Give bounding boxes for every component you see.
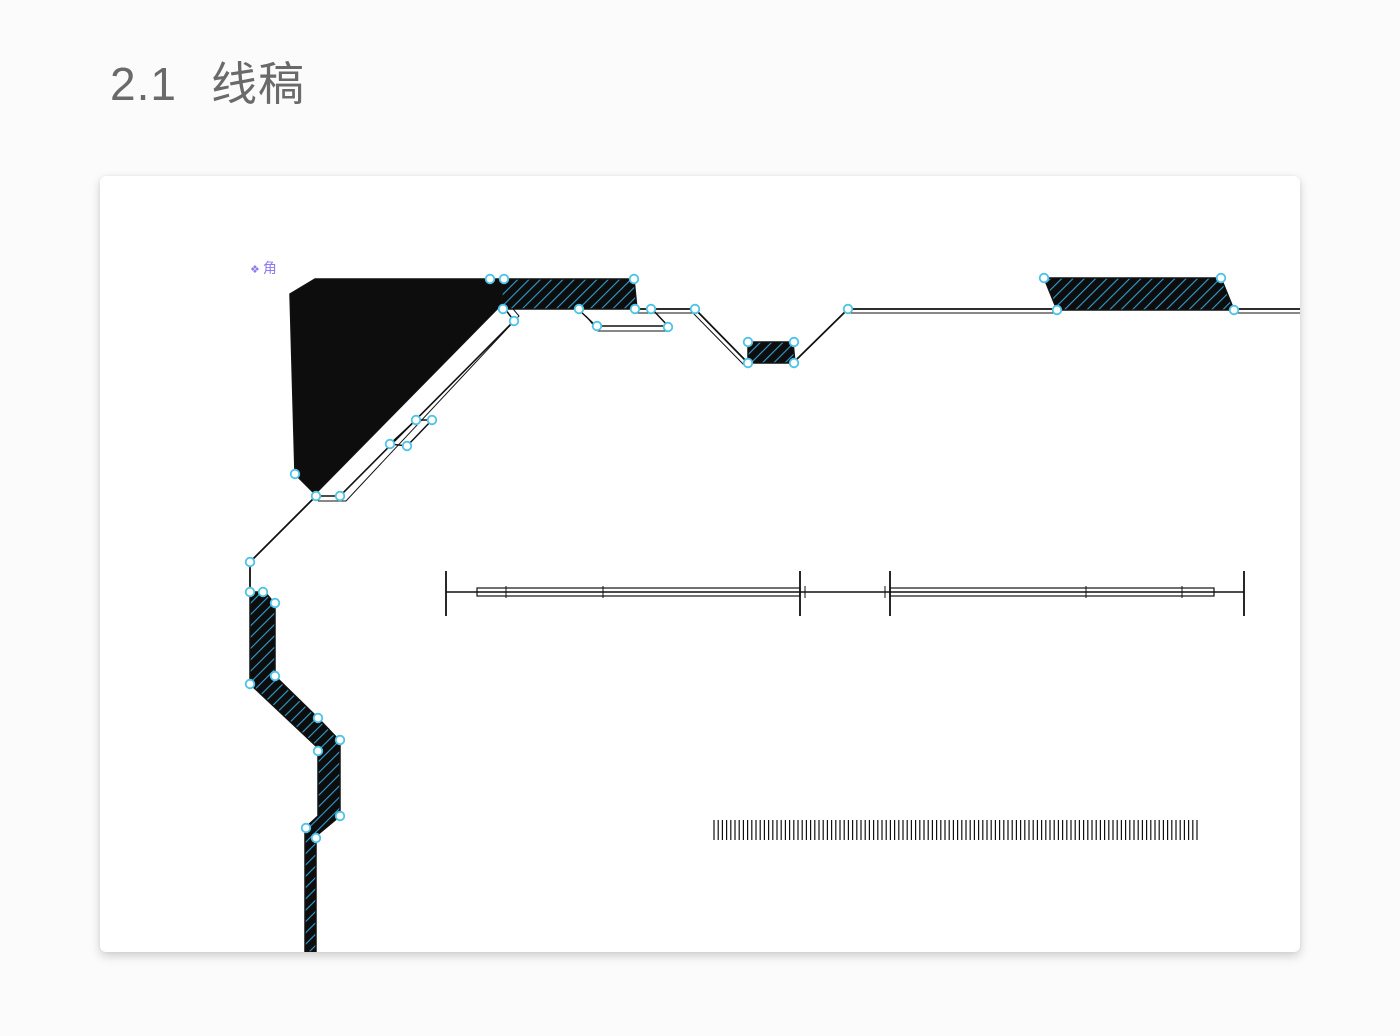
section-number: 2.1 — [110, 58, 177, 110]
wall-dip-hatched[interactable] — [747, 341, 796, 364]
vertex-handle[interactable] — [498, 273, 510, 285]
vertex-handle[interactable] — [742, 357, 754, 369]
vertex-handle[interactable] — [788, 336, 800, 348]
vertex-handle[interactable] — [1215, 272, 1227, 284]
vertex-handle[interactable] — [312, 712, 324, 724]
vertex-handle[interactable] — [334, 810, 346, 822]
vertex-handle[interactable] — [244, 586, 256, 598]
vertex-handle[interactable] — [310, 490, 322, 502]
section-title: 线稿 — [210, 58, 305, 110]
symbol-label: 角 — [262, 260, 277, 276]
vertex-handle[interactable] — [788, 357, 800, 369]
vertex-handle[interactable] — [312, 745, 324, 757]
vertex-handle[interactable] — [384, 438, 396, 450]
vertex-handle[interactable] — [269, 670, 281, 682]
component-diamond-icon: ❖ — [250, 264, 260, 276]
wall-top-hatched-1[interactable] — [501, 278, 638, 310]
wall-top-line-1 — [637, 308, 1055, 362]
vertex-handle[interactable] — [484, 273, 496, 285]
vertex-handle[interactable] — [591, 320, 603, 332]
vertex-handle[interactable] — [244, 678, 256, 690]
vertex-handle[interactable] — [645, 303, 657, 315]
vertex-handle[interactable] — [508, 315, 520, 327]
vertex-handle[interactable] — [310, 832, 322, 844]
vertex-handle[interactable] — [257, 586, 269, 598]
wall-diagonal-solid[interactable] — [289, 278, 503, 496]
drawing-canvas[interactable]: ❖角 — [100, 176, 1300, 952]
vertex-handle[interactable] — [334, 490, 346, 502]
line-drawing[interactable] — [100, 176, 1300, 952]
vertex-handle[interactable] — [573, 303, 585, 315]
vertex-handle[interactable] — [300, 822, 312, 834]
vertex-handles[interactable] — [244, 272, 1240, 844]
vertex-handle[interactable] — [689, 303, 701, 315]
vertex-handle[interactable] — [629, 303, 641, 315]
vertex-handle[interactable] — [269, 597, 281, 609]
vertex-handle[interactable] — [426, 414, 438, 426]
vertex-handle[interactable] — [742, 336, 754, 348]
wall-top-line-1b — [637, 312, 745, 366]
vertex-handle[interactable] — [289, 468, 301, 480]
vertex-handle[interactable] — [244, 556, 256, 568]
vertex-handle[interactable] — [842, 303, 854, 315]
wall-left-hatched[interactable] — [249, 591, 341, 952]
vertex-handle[interactable] — [401, 440, 413, 452]
scale-bar — [713, 820, 1198, 840]
vertex-handle[interactable] — [662, 321, 674, 333]
vertex-handle[interactable] — [628, 273, 640, 285]
vertex-handle[interactable] — [1038, 272, 1050, 284]
window-diagonal — [388, 419, 434, 447]
dimension-line — [445, 571, 1245, 616]
wall-top-hatched-2[interactable] — [1042, 277, 1236, 311]
vertex-handle[interactable] — [497, 303, 509, 315]
vertex-handle[interactable] — [334, 734, 346, 746]
wall-diagonal-inner — [316, 305, 516, 497]
vertex-handle[interactable] — [1051, 304, 1063, 316]
symbol-tag[interactable]: ❖角 — [250, 258, 277, 278]
section-heading: 2.1 线稿 — [110, 48, 305, 114]
wall-left-connector — [249, 495, 317, 592]
vertex-handle[interactable] — [410, 414, 422, 426]
vertex-handle[interactable] — [1228, 304, 1240, 316]
